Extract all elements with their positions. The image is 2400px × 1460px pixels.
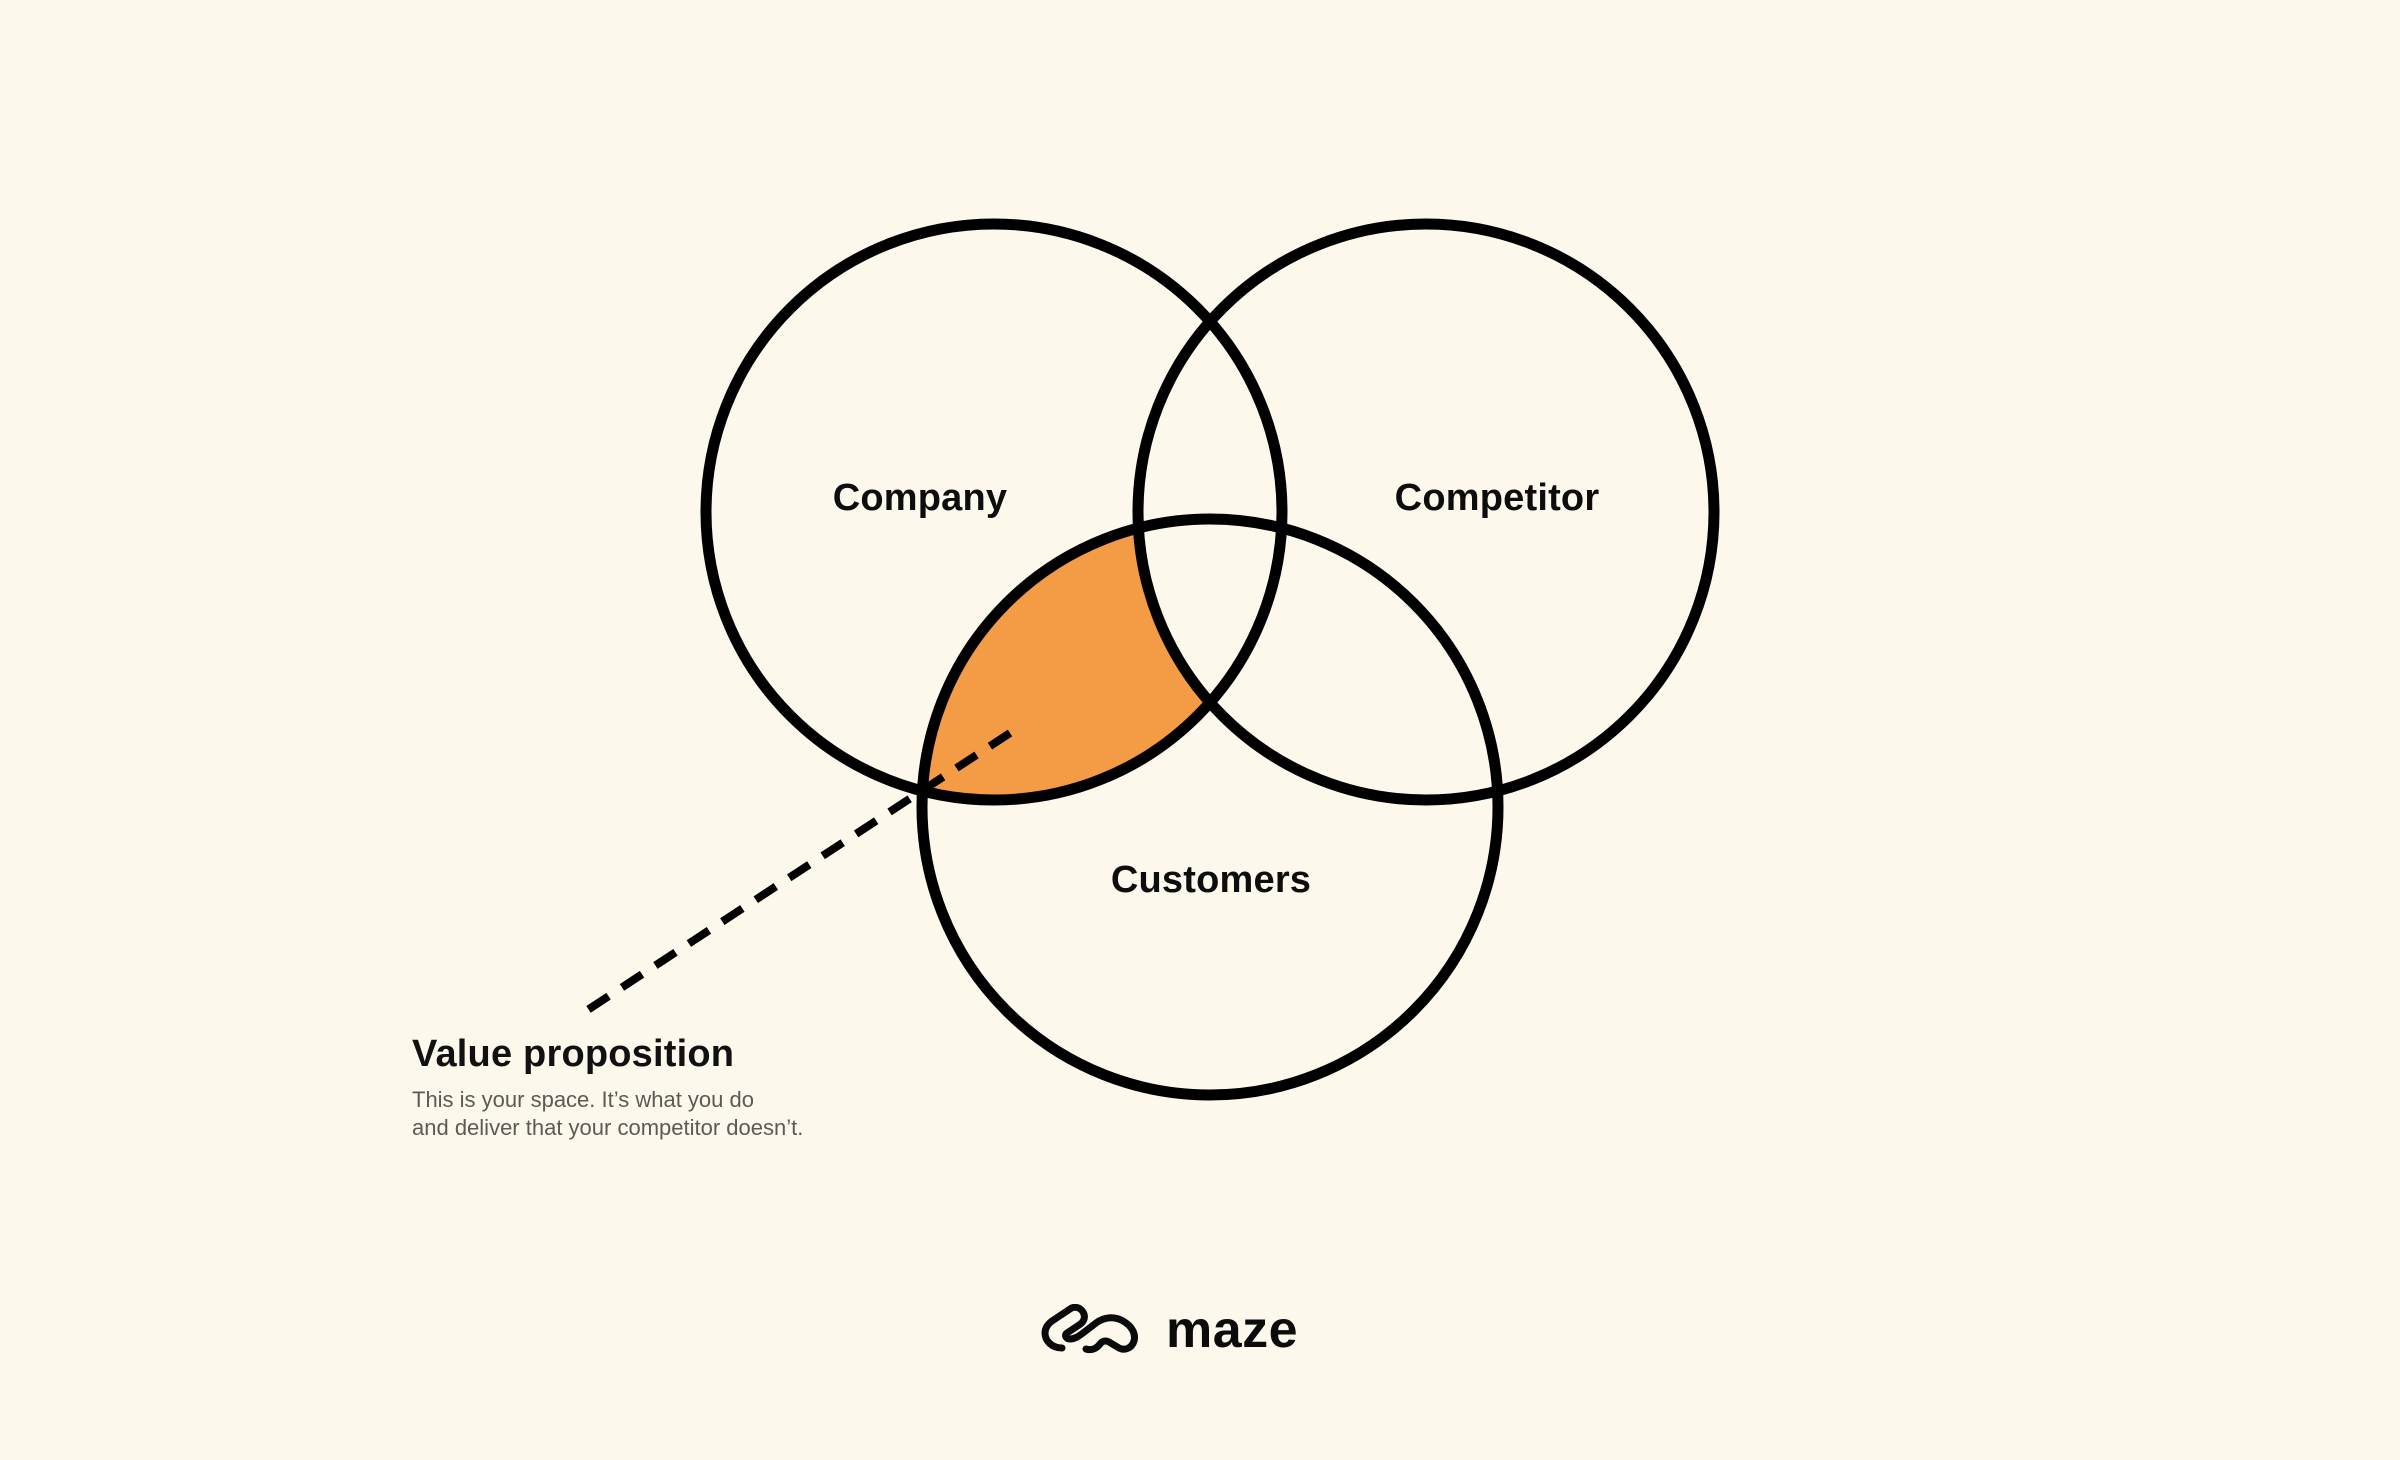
customers-circle: [916, 513, 1504, 1101]
value-proposition-callout: Value proposition This is your space. It…: [412, 1030, 972, 1142]
callout-title: Value proposition: [412, 1033, 735, 1075]
maze-logo-icon: [1041, 1304, 1138, 1354]
competitor-circle: [1132, 218, 1720, 806]
brand-logo: maze: [1040, 1300, 1298, 1360]
brand-name: maze: [1166, 1301, 1299, 1359]
company-circle: [700, 218, 1288, 806]
competitor-label: Competitor: [1395, 477, 1600, 519]
company-label: Company: [833, 477, 1008, 519]
customers-label: Customers: [1111, 859, 1311, 901]
value-proposition-highlight: [922, 519, 1282, 800]
callout-description-line: and deliver that your competitor doesn’t…: [412, 1115, 804, 1140]
callout-leader-line: [583, 729, 1013, 1015]
callout-description-line: This is your space. It’s what you do: [412, 1087, 754, 1112]
callout-description: This is your space. It’s what you do and…: [412, 1086, 972, 1142]
